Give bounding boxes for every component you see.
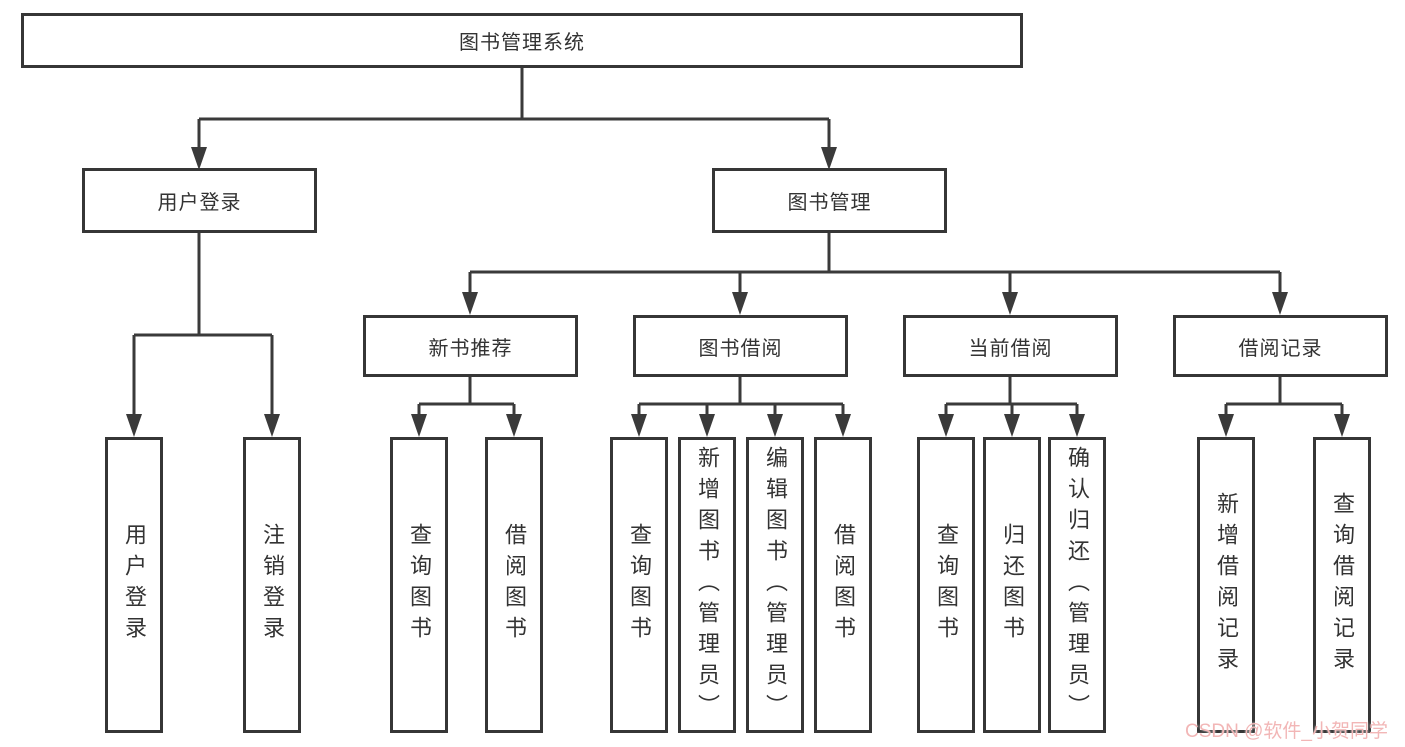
node-add-borrow-record: 新增借阅记录 bbox=[1197, 437, 1255, 733]
node-label: 编辑图书（管理员） bbox=[763, 445, 788, 725]
node-new-book-recommendation: 新书推荐 bbox=[363, 315, 578, 377]
node-library-management-system: 图书管理系统 bbox=[21, 13, 1023, 68]
node-label: 查询图书 bbox=[934, 523, 959, 647]
node-label: 注销登录 bbox=[260, 523, 285, 647]
node-label: 用户登录 bbox=[122, 523, 147, 647]
node-book-management: 图书管理 bbox=[712, 168, 947, 233]
node-label: 归还图书 bbox=[1000, 523, 1025, 647]
node-label: 借阅图书 bbox=[502, 523, 527, 647]
node-label: 新增图书（管理员） bbox=[695, 445, 720, 725]
node-label: 查询图书 bbox=[407, 523, 432, 647]
node-add-books-admin: 新增图书（管理员） bbox=[678, 437, 736, 733]
node-logout: 注销登录 bbox=[243, 437, 301, 733]
node-borrow-books-borrowing: 借阅图书 bbox=[814, 437, 872, 733]
node-query-books-borrowing: 查询图书 bbox=[610, 437, 668, 733]
node-query-books-recommend: 查询图书 bbox=[390, 437, 448, 733]
node-label: 借阅图书 bbox=[831, 523, 856, 647]
node-confirm-return-admin: 确认归还（管理员） bbox=[1048, 437, 1106, 733]
node-edit-books-admin: 编辑图书（管理员） bbox=[746, 437, 804, 733]
node-query-borrow-record: 查询借阅记录 bbox=[1313, 437, 1371, 733]
node-current-borrowing: 当前借阅 bbox=[903, 315, 1118, 377]
csdn-watermark: CSDN @软件_小贺同学 bbox=[1185, 721, 1388, 742]
node-user-login: 用户登录 bbox=[82, 168, 317, 233]
node-user-login-action: 用户登录 bbox=[105, 437, 163, 733]
node-borrow-books-recommend: 借阅图书 bbox=[485, 437, 543, 733]
node-query-books-current: 查询图书 bbox=[917, 437, 975, 733]
node-label: 新增借阅记录 bbox=[1214, 492, 1239, 678]
node-label: 查询图书 bbox=[627, 523, 652, 647]
node-label: 查询借阅记录 bbox=[1330, 492, 1355, 678]
node-label: 确认归还（管理员） bbox=[1065, 445, 1090, 725]
node-book-borrowing: 图书借阅 bbox=[633, 315, 848, 377]
node-borrowing-records: 借阅记录 bbox=[1173, 315, 1388, 377]
node-return-books: 归还图书 bbox=[983, 437, 1041, 733]
